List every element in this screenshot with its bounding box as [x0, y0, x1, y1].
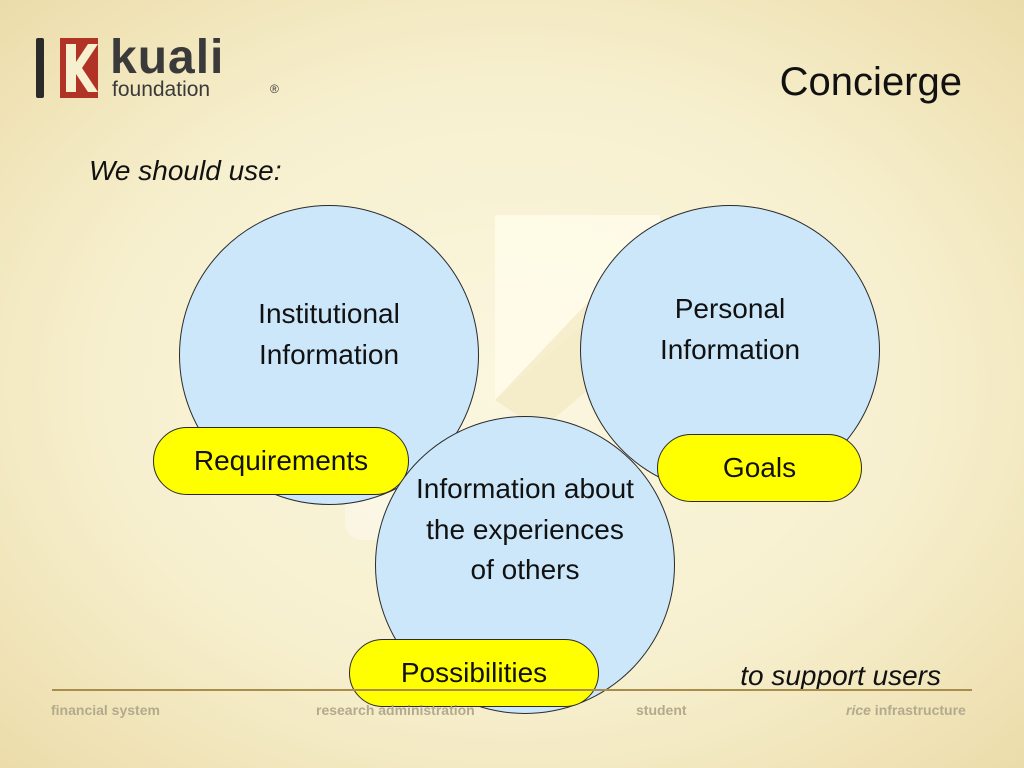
logo-registered-mark: ®	[270, 82, 279, 96]
tagline: to support users	[740, 660, 941, 691]
slide-title: Concierge	[779, 60, 962, 104]
logo-subtext: foundation	[112, 78, 211, 101]
footer-rule	[52, 689, 972, 691]
slide-subtitle: We should use:	[89, 155, 282, 186]
logo-bracket	[36, 38, 44, 98]
footer-research-administration: research administration	[316, 702, 475, 718]
logo-wordmark: kuali	[110, 31, 225, 84]
requirements-pill: Requirements	[153, 427, 409, 495]
footer-rice-infrastructure: rice infrastructure	[846, 702, 966, 718]
footer-financial-system: financial system	[51, 702, 160, 718]
footer-infrastructure-label: infrastructure	[870, 702, 966, 718]
footer-rice-label: rice	[846, 702, 871, 718]
kuali-k-icon	[60, 38, 98, 98]
goals-pill: Goals	[657, 434, 862, 502]
possibilities-pill: Possibilities	[349, 639, 599, 707]
footer-student: student	[636, 702, 687, 718]
